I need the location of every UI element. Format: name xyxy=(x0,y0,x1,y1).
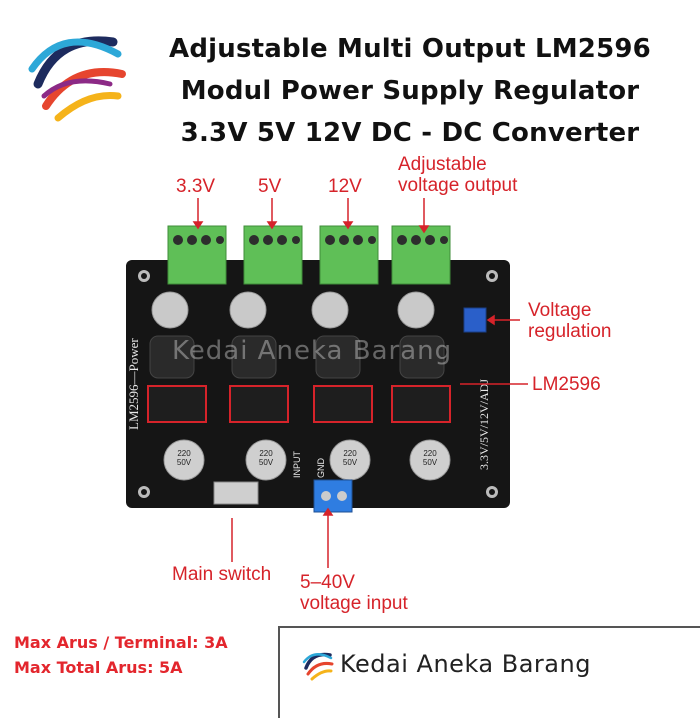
label-adjustable-line1: Adjustable xyxy=(398,154,487,175)
title-line-2: Modul Power Supply Regulator xyxy=(180,76,640,106)
output-terminal-12v xyxy=(319,225,379,285)
silk-outputs: 3.3V/5V/12V/ADJ xyxy=(477,379,491,470)
title-line-3: 3.3V 5V 12V DC - DC Converter xyxy=(180,118,640,148)
cap-label-2-v: 50V xyxy=(259,458,274,467)
label-adjustable: Adjustable voltage output xyxy=(398,154,517,196)
callout-lines xyxy=(192,198,528,568)
spec-max-total: Max Total Arus: 5A xyxy=(14,658,183,677)
footer-logo xyxy=(302,652,334,681)
cap-label-3: 220 xyxy=(343,449,357,458)
silk-input: INPUT xyxy=(292,450,302,478)
cap-label-3-v: 50V xyxy=(343,458,358,467)
label-5v: 5V xyxy=(258,176,282,197)
current-specs: Max Arus / Terminal: 3A Max Total Arus: … xyxy=(14,630,228,680)
title-line-1: Adjustable Multi Output LM2596 xyxy=(169,34,651,64)
output-terminal-adj xyxy=(391,225,451,285)
label-main-switch: Main switch xyxy=(172,564,272,585)
output-terminal-3v3 xyxy=(167,225,227,285)
spec-max-terminal: Max Arus / Terminal: 3A xyxy=(14,633,228,652)
label-voltage-regulation-line1: Voltage xyxy=(528,300,592,321)
label-3v3: 3.3V xyxy=(176,176,216,197)
store-logo xyxy=(23,19,131,127)
label-lm2596: LM2596 xyxy=(532,374,601,395)
cap-label-2: 220 xyxy=(259,449,273,458)
label-voltage-regulation: Voltage regulation xyxy=(528,300,611,342)
label-adjustable-line2: voltage output xyxy=(398,175,518,196)
label-12v: 12V xyxy=(328,176,362,197)
label-voltage-input: 5–40V voltage input xyxy=(300,572,408,614)
watermark-text: Kedai Aneka Barang xyxy=(172,336,453,366)
voltage-trimmer xyxy=(463,307,487,333)
output-terminal-5v xyxy=(243,225,303,285)
cap-label-1: 220 xyxy=(177,449,191,458)
cap-label-4-v: 50V xyxy=(423,458,438,467)
product-title: Adjustable Multi Output LM2596 Modul Pow… xyxy=(150,28,670,154)
cap-label-4: 220 xyxy=(423,449,437,458)
label-voltage-input-line1: 5–40V xyxy=(300,572,355,593)
main-switch-part xyxy=(213,481,259,505)
lm2596-chips xyxy=(147,385,451,423)
footer-brand-name: Kedai Aneka Barang xyxy=(340,650,591,678)
cap-label-1-v: 50V xyxy=(177,458,192,467)
silk-board-name: LM2596—Power xyxy=(126,338,141,430)
pcb-board-image: LM2596—Power 3.3V/5V/12V/ADJ INPUT GND 2… xyxy=(126,225,510,513)
silk-gnd: GND xyxy=(316,458,326,479)
label-voltage-regulation-line2: regulation xyxy=(528,321,612,342)
label-voltage-input-line2: voltage input xyxy=(300,593,408,614)
